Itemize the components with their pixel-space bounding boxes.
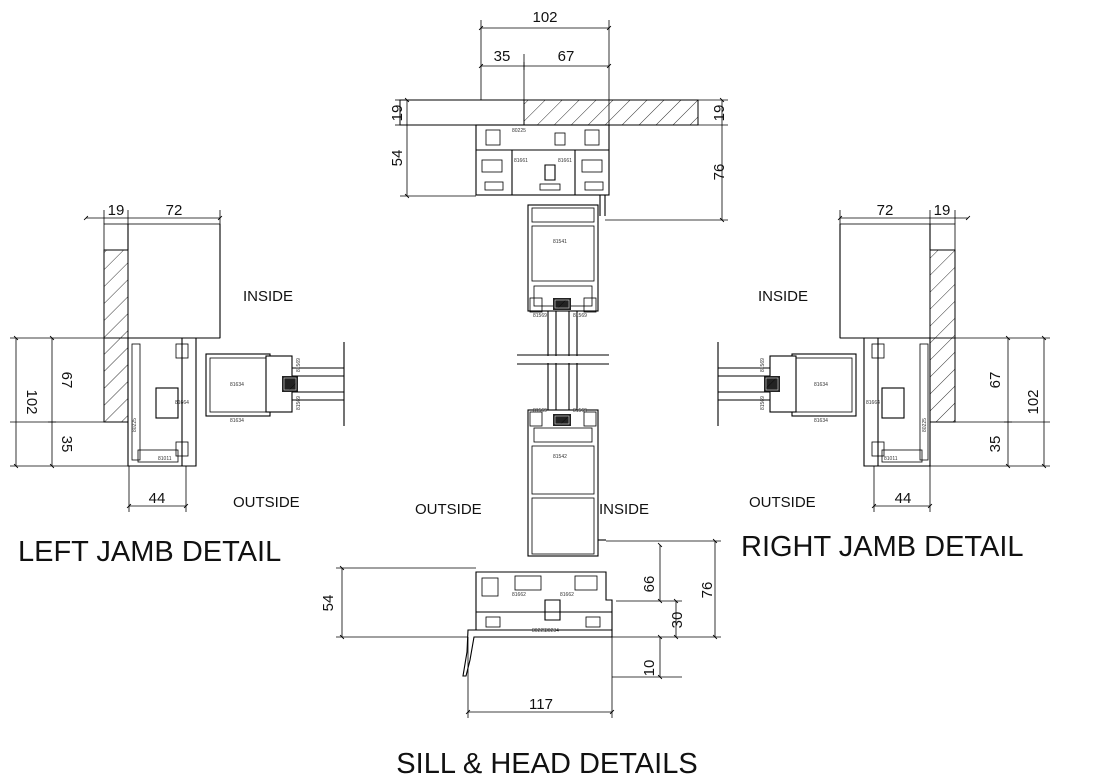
sill-detail <box>336 538 721 718</box>
part-label: 81664 <box>175 400 189 406</box>
part-label: 81569 <box>533 313 547 319</box>
part-label: 81011 <box>884 456 898 462</box>
head-dim-wall-right: 19 <box>711 105 728 122</box>
right-outside-label: OUTSIDE <box>749 494 816 511</box>
part-label: 81634 <box>814 382 828 388</box>
left-jamb-dim-frame: 72 <box>166 202 183 219</box>
right-jamb-dim-wall: 19 <box>934 202 951 219</box>
part-label: 81662 <box>512 592 526 598</box>
part-label: 81569 <box>760 358 766 372</box>
part-label: 81634 <box>814 418 828 424</box>
part-label: 80234 <box>545 628 559 634</box>
right-jamb-detail <box>717 210 1050 512</box>
part-label: 81634 <box>230 418 244 424</box>
head-detail <box>395 20 728 223</box>
right-jamb-dim-upper: 67 <box>987 372 1004 389</box>
part-label: 81661 <box>558 158 572 164</box>
left-jamb-dim-bottom: 44 <box>149 490 166 507</box>
sill-dim-nose: 10 <box>641 660 658 677</box>
sill-outside-label: OUTSIDE <box>415 501 482 518</box>
center-sash <box>517 204 609 557</box>
part-label: 81569 <box>533 408 547 414</box>
sill-dim-width: 117 <box>529 696 553 713</box>
sill-dim-height-left: 54 <box>320 595 337 612</box>
part-label: 81569 <box>296 358 302 372</box>
part-label: 81634 <box>230 382 244 388</box>
head-dim-left: 35 <box>494 48 511 65</box>
part-label: 81569 <box>760 396 766 410</box>
head-dim-height-left: 54 <box>389 150 406 167</box>
head-dim-wall-left: 19 <box>389 105 406 122</box>
left-jamb-title: LEFT JAMB DETAIL <box>18 536 281 568</box>
head-dim-right: 67 <box>558 48 575 65</box>
part-label: 81661 <box>514 158 528 164</box>
sill-dim-inner: 66 <box>641 576 658 593</box>
right-jamb-dim-lower: 35 <box>987 436 1004 453</box>
part-label: 81541 <box>553 239 567 245</box>
right-jamb-title: RIGHT JAMB DETAIL <box>741 531 1024 563</box>
right-jamb-dim-total: 102 <box>1025 389 1042 414</box>
sill-head-title: SILL & HEAD DETAILS <box>396 748 697 780</box>
head-dim-height-right: 76 <box>711 164 728 181</box>
part-label: 80225 <box>512 128 526 134</box>
left-outside-label: OUTSIDE <box>233 494 300 511</box>
left-inside-label: INSIDE <box>243 288 293 305</box>
right-jamb-dim-frame: 72 <box>877 202 894 219</box>
head-dim-overall: 102 <box>532 9 557 26</box>
part-label: 80225 <box>132 418 138 432</box>
sill-dim-outer: 76 <box>699 582 716 599</box>
part-label: 80225 <box>532 628 546 634</box>
right-jamb-dim-bottom: 44 <box>895 490 912 507</box>
left-jamb-dim-total: 102 <box>23 389 40 414</box>
part-label: 81569 <box>573 408 587 414</box>
sill-dim-lower: 30 <box>669 612 686 629</box>
left-jamb-dim-wall: 19 <box>108 202 125 219</box>
part-label: 81542 <box>553 454 567 460</box>
part-label: 81569 <box>573 313 587 319</box>
part-label: 81569 <box>296 396 302 410</box>
part-label: 81011 <box>158 456 172 462</box>
part-label: 80225 <box>922 418 928 432</box>
left-jamb-dim-upper: 67 <box>58 372 75 389</box>
left-jamb-detail <box>10 210 345 512</box>
part-label: 81664 <box>866 400 880 406</box>
part-label: 81662 <box>560 592 574 598</box>
right-inside-label: INSIDE <box>758 288 808 305</box>
left-jamb-dim-lower: 35 <box>58 436 75 453</box>
sill-inside-label: INSIDE <box>599 501 649 518</box>
